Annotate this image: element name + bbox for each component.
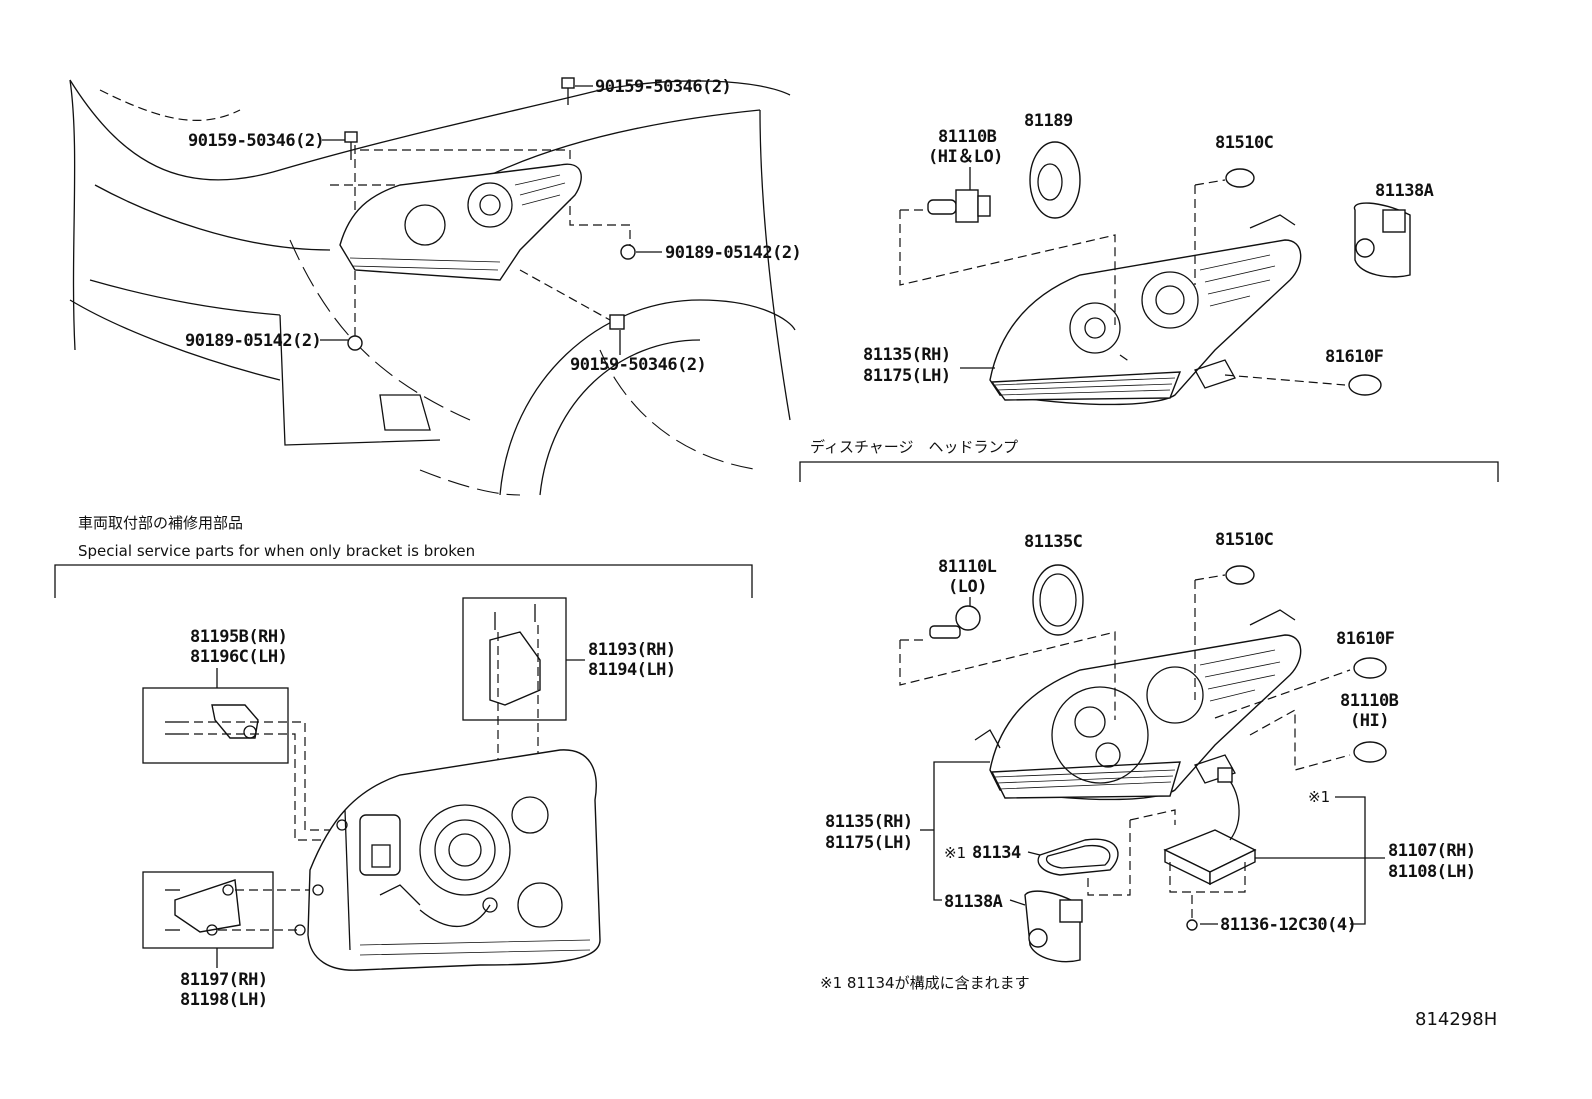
discharge-section-title: ディスチャージ ヘッドランプ — [810, 438, 1018, 456]
bracket-icon — [489, 631, 541, 706]
halogen-side-bulb-number: 81510C — [1215, 133, 1273, 153]
bolt-part-number: 90159-50346(2) — [188, 131, 324, 151]
screw-icon — [1186, 919, 1198, 931]
ballast-screw-number: 81136-12C30(4) — [1220, 915, 1356, 935]
bolt-part-number: 90159-50346(2) — [570, 355, 706, 375]
discharge-bulb-note: (LO) — [948, 577, 987, 597]
discharge-unit-rh-number: 81135(RH) — [825, 812, 913, 832]
bracket-lower-rh-number: 81197(RH) — [180, 970, 268, 990]
halogen-socket-number: 81138A — [1375, 181, 1434, 201]
bulb-icon — [1225, 565, 1255, 585]
bulb-icon — [1225, 168, 1255, 188]
ballast-rh-number: 81107(RH) — [1388, 841, 1476, 861]
bulb-icon — [927, 189, 991, 223]
bolt-icon — [561, 77, 575, 105]
discharge-hi-bulb-note: (HI) — [1350, 711, 1389, 731]
service-section-bracket — [54, 564, 753, 598]
discharge-bulb-number: 81110L — [938, 557, 997, 577]
bracket-top-lh-number: 81194(LH) — [588, 660, 676, 680]
halogen-cover-number: 81189 — [1024, 111, 1073, 131]
dust-cover-icon — [1029, 141, 1081, 219]
footnote: ※1 81134が構成に含まれます — [820, 974, 1030, 992]
halogen-unit-rh-number: 81135(RH) — [863, 345, 951, 365]
bolt-icon — [344, 131, 358, 160]
bracket-icon — [211, 704, 259, 739]
clip-icon — [620, 244, 636, 260]
bracket-upper-lh-number: 81196C(LH) — [190, 647, 287, 667]
bulb-icon — [1353, 657, 1387, 679]
bracket-icon — [174, 879, 241, 936]
halogen-unit-lh-number: 81175(LH) — [863, 366, 951, 386]
discharge-cover-number: 81135C — [1024, 532, 1082, 552]
service-section-title-jp: 車両取付部の補修用部品 — [78, 514, 243, 532]
clip-part-number: 90189-05142(2) — [185, 331, 321, 351]
discharge-side-bulb-number: 81510C — [1215, 530, 1273, 550]
discharge-hi-bulb-number: 81110B — [1340, 691, 1399, 711]
bolt-part-number: 90159-50346(2) — [595, 77, 731, 97]
bulb-icon — [929, 605, 981, 639]
socket-icon — [1353, 202, 1411, 278]
discharge-headlamp-illustration — [899, 564, 1387, 963]
discharge-socket-number: 81138A — [944, 892, 1003, 912]
halogen-bulb-number: 81110B — [938, 127, 997, 147]
dust-cover-icon — [1032, 564, 1084, 636]
bracket-upper-rh-number: 81195B(RH) — [190, 627, 287, 647]
clip-part-number: 90189-05142(2) — [665, 243, 801, 263]
clip-icon — [347, 335, 363, 351]
halogen-bulb-note: (HI＆LO) — [928, 147, 1003, 167]
bulb-icon — [1353, 741, 1387, 763]
bolt-icon — [609, 314, 625, 330]
service-section-title-en: Special service parts for when only brac… — [78, 542, 475, 560]
bracket-top-rh-number: 81193(RH) — [588, 640, 676, 660]
gasket-icon — [1037, 838, 1119, 876]
discharge-turn-bulb-number: 81610F — [1336, 629, 1395, 649]
gasket-reference-mark: ※1 — [944, 844, 966, 862]
bracket-repair-illustration — [142, 597, 601, 971]
bracket-lower-lh-number: 81198(LH) — [180, 990, 268, 1010]
vehicle-front-illustration — [69, 77, 796, 496]
gasket-part-number: 81134 — [972, 843, 1021, 863]
discharge-section-bracket — [799, 461, 1499, 482]
ballast-lh-number: 81108(LH) — [1388, 862, 1476, 882]
diagram-code: 814298H — [1415, 1009, 1497, 1030]
socket-icon — [1024, 890, 1083, 963]
discharge-unit-lh-number: 81175(LH) — [825, 833, 913, 853]
halogen-turn-bulb-number: 81610F — [1325, 347, 1384, 367]
halogen-headlamp-illustration — [899, 141, 1411, 406]
ballast-icon — [1163, 767, 1257, 886]
bulb-icon — [1348, 374, 1382, 396]
reference-mark: ※1 — [1308, 788, 1330, 806]
